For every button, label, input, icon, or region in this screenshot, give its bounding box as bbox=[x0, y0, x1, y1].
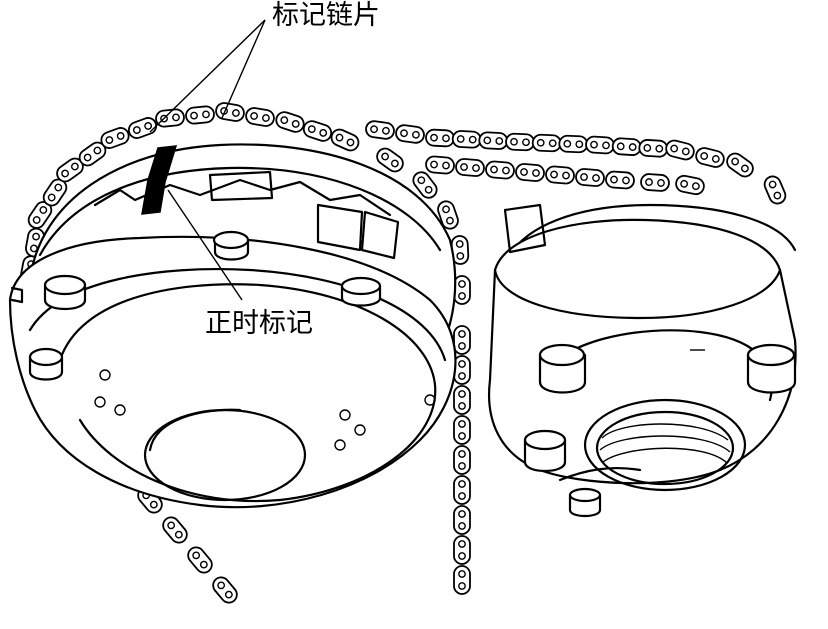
chain-link bbox=[437, 200, 459, 230]
chain-link bbox=[763, 175, 787, 205]
chain-link bbox=[453, 275, 471, 305]
chain-link bbox=[245, 107, 275, 127]
chain-link bbox=[451, 130, 482, 149]
bolt-icon bbox=[212, 230, 250, 261]
chain-link bbox=[478, 131, 509, 150]
chain-link bbox=[531, 133, 562, 153]
bolt-icon bbox=[340, 276, 382, 307]
right-sprocket bbox=[488, 203, 797, 518]
chain-link bbox=[395, 124, 425, 144]
chain-link bbox=[675, 174, 705, 196]
chain-link bbox=[453, 385, 471, 415]
bolt-icon bbox=[538, 343, 587, 394]
chain-link bbox=[453, 565, 471, 595]
chain-link bbox=[665, 139, 695, 161]
bolt-icon bbox=[28, 347, 64, 381]
chain-link bbox=[726, 152, 754, 178]
chain-link bbox=[545, 165, 575, 185]
chain-link bbox=[365, 120, 395, 140]
chain-link bbox=[611, 137, 642, 156]
chain-link bbox=[450, 235, 470, 265]
chain-link bbox=[100, 127, 130, 149]
chain-link bbox=[585, 135, 615, 155]
marked-chain-links-label: 标记链片 bbox=[272, 0, 380, 31]
chain-link bbox=[453, 325, 471, 355]
chain-link bbox=[155, 108, 185, 128]
chain-link bbox=[515, 163, 545, 182]
leader-lines bbox=[149, 19, 266, 301]
timing-mark-label: 正时标记 bbox=[205, 308, 313, 339]
bolt-icon bbox=[523, 429, 567, 473]
chain-link bbox=[162, 516, 188, 544]
chain-link bbox=[605, 170, 635, 190]
chain-link bbox=[425, 155, 455, 175]
chain-link bbox=[330, 128, 360, 152]
chain-link bbox=[453, 505, 471, 535]
chain-link bbox=[127, 117, 158, 139]
chain-link bbox=[453, 475, 471, 505]
chain-link bbox=[640, 173, 670, 192]
chain-link bbox=[78, 141, 107, 167]
timing-mark-notch bbox=[141, 145, 178, 215]
chain-link bbox=[215, 102, 245, 122]
chain-link bbox=[453, 415, 471, 445]
chain-link bbox=[453, 535, 471, 565]
chain-link bbox=[412, 171, 438, 199]
chain-link bbox=[302, 120, 333, 142]
chain-link bbox=[376, 147, 404, 173]
chain-link bbox=[275, 111, 305, 133]
chain-link bbox=[453, 445, 471, 475]
bolt-icon bbox=[746, 343, 797, 394]
chain-link bbox=[638, 139, 669, 158]
left-sprocket bbox=[8, 143, 457, 509]
chain-link bbox=[185, 105, 215, 125]
chain-link bbox=[505, 132, 535, 152]
chain-link bbox=[575, 168, 605, 187]
chain-link bbox=[695, 147, 725, 168]
chain-link bbox=[455, 158, 485, 177]
chain-link bbox=[212, 576, 238, 604]
chain-link bbox=[187, 546, 213, 574]
chain-link bbox=[558, 134, 589, 154]
chain-link bbox=[485, 160, 515, 180]
chain-link bbox=[425, 128, 455, 148]
bolt-icon bbox=[43, 274, 87, 311]
